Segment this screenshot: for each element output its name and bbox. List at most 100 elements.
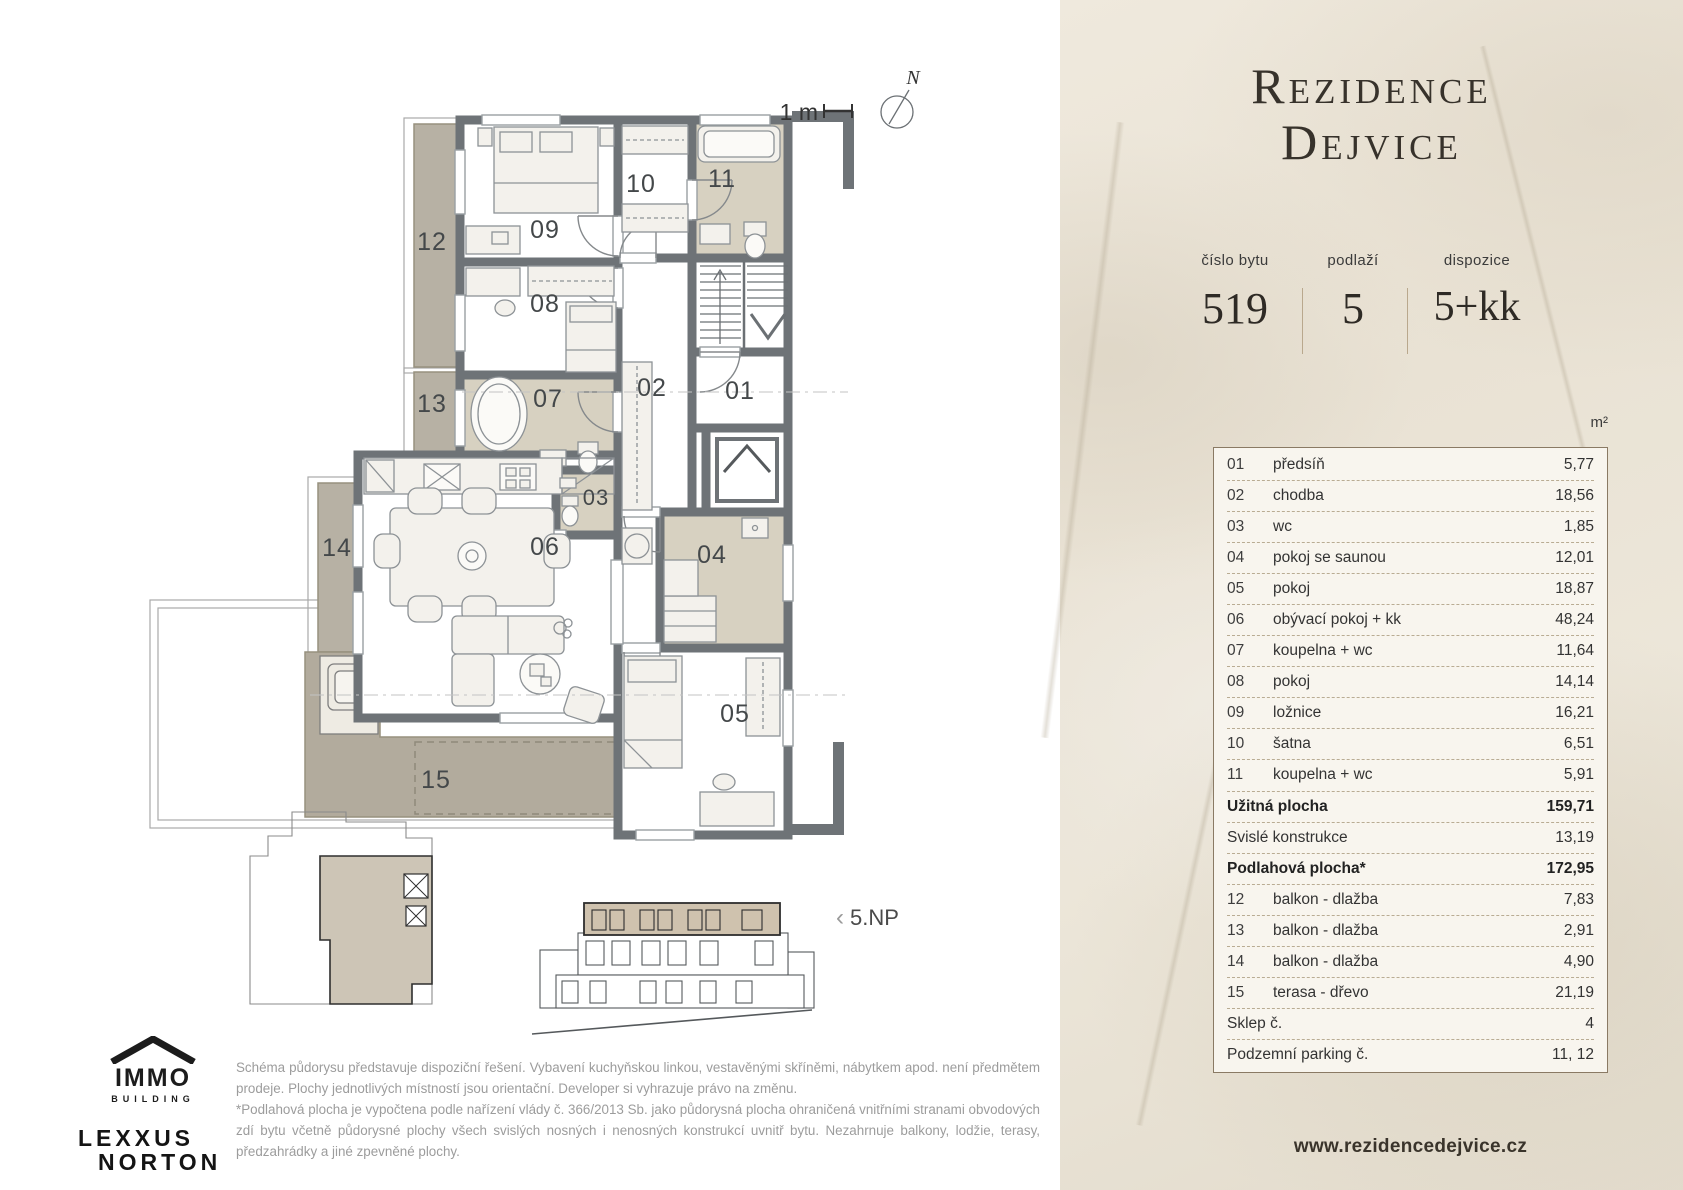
room-name: předsíň [1273,456,1325,474]
room-name: pokoj [1273,673,1311,691]
label-room-10: 10 [626,170,656,198]
room-number: 04 [1227,549,1245,567]
room-area: 12,01 [1555,549,1594,567]
room-number: 12 [1227,890,1245,908]
north-compass-icon: N [880,67,921,129]
table-row: 08 pokoj 14,14 [1227,667,1594,699]
room-number: 15 [1227,983,1245,1001]
balconies [304,123,639,818]
project-title: Rezidence Dejvice [1060,58,1683,170]
room-name: balkon - dlažba [1273,921,1379,939]
balcony-14 [317,482,359,653]
room-area: 14,14 [1555,673,1594,691]
unit-number-label: číslo bytu [1201,252,1269,269]
room-name: koupelna + wc [1273,642,1373,660]
project-title-line1: Rezidence [1251,58,1492,114]
room-name: šatna [1273,735,1311,753]
row-area: 13,19 [1555,828,1594,846]
label-room-03: 03 [583,485,609,510]
label-room-04: 04 [697,541,727,569]
room-number: 14 [1227,952,1245,970]
elevation-schematic [531,902,815,1035]
section-lines [310,391,848,696]
lexxus-wordmark: LEXXUS [78,1125,195,1151]
info-separator [1407,288,1408,354]
area-unit-header: m² [1590,414,1609,431]
room-area: 2,91 [1563,921,1594,939]
room-area: 21,19 [1555,983,1594,1001]
layout-value: 5+kk [1433,284,1521,330]
room-number: 10 [1227,735,1245,753]
room-name: chodba [1273,487,1324,505]
immo-wordmark: IMMO [114,1064,192,1092]
row-name: Sklep č. [1227,1014,1283,1032]
row-area: 4 [1585,1014,1594,1032]
floor-value: 5 [1342,284,1364,333]
label-room-05: 05 [720,700,750,728]
layout-label: dispozice [1443,252,1511,269]
row-name: Podzemní parking č. [1227,1045,1369,1063]
wall-stubs [792,111,854,835]
room-labels: 01 02 03 04 05 06 07 08 09 10 11 12 13 1… [322,165,754,794]
scale-label: 1 m [780,99,818,125]
elevator-chevron [722,443,772,473]
label-terrace-15: 15 [421,766,451,794]
room-name: ložnice [1273,704,1322,722]
total-name: Užitná plocha [1227,797,1328,815]
room-area: 18,87 [1555,580,1594,598]
room-number: 13 [1227,921,1245,939]
logos: IMMO BUILDING LEXXUS NORTON [78,1036,228,1174]
unit-number-value: 519 [1202,284,1268,333]
info-separator [1302,288,1303,354]
label-room-02: 02 [637,374,667,402]
room-area: 48,24 [1555,611,1594,629]
row-name: Svislé konstrukce [1227,828,1348,846]
scale-bar: 1 m [780,99,853,125]
label-room-09: 09 [530,216,560,244]
label-balcony-12: 12 [417,228,447,256]
lexxus-norton-logo: LEXXUS NORTON [78,1126,228,1174]
project-title-line2: Dejvice [1281,114,1462,170]
floor-marker-chevron-icon: ‹ [836,904,844,931]
room-name: balkon - dlažba [1273,952,1379,970]
room-number: 05 [1227,580,1245,598]
row-area: 11, 12 [1552,1045,1594,1063]
stairs [700,262,788,348]
table-row: 13 balkon - dlažba 2,91 [1227,916,1594,947]
table-row: 14 balkon - dlažba 4,90 [1227,947,1594,978]
north-label: N [905,67,921,89]
website-link[interactable]: www.rezidencedejvice.cz [1293,1136,1528,1157]
disclaimer-paragraph-2: *Podlahová plocha je vypočtena podle nař… [236,1101,1040,1159]
room-area: 4,90 [1563,952,1594,970]
room-name: obývací pokoj + kk [1273,611,1401,629]
room-name: wc [1273,518,1292,536]
table-row: Sklep č. 4 [1227,1009,1594,1040]
norton-wordmark: NORTON [98,1149,222,1176]
room-number: 06 [1227,611,1245,629]
immo-building-logo: IMMO BUILDING [88,1036,218,1104]
room-name: koupelna + wc [1273,766,1373,784]
balcony-13 [413,371,461,461]
table-row-total: Podlahová plocha*172,95 [1227,854,1594,885]
room-number: 08 [1227,673,1245,691]
room-number: 07 [1227,642,1245,660]
room-area: 1,85 [1563,518,1594,536]
floor-plan: 01 02 03 04 05 06 07 08 09 10 11 12 13 1… [149,67,921,1035]
room-area: 16,21 [1555,704,1594,722]
label-room-11: 11 [708,165,736,193]
room-number: 02 [1227,487,1245,505]
table-row: Svislé konstrukce 13,19 [1227,823,1594,854]
room-number: 01 [1227,456,1245,474]
table-row: Podzemní parking č. 11, 12 [1227,1040,1594,1070]
